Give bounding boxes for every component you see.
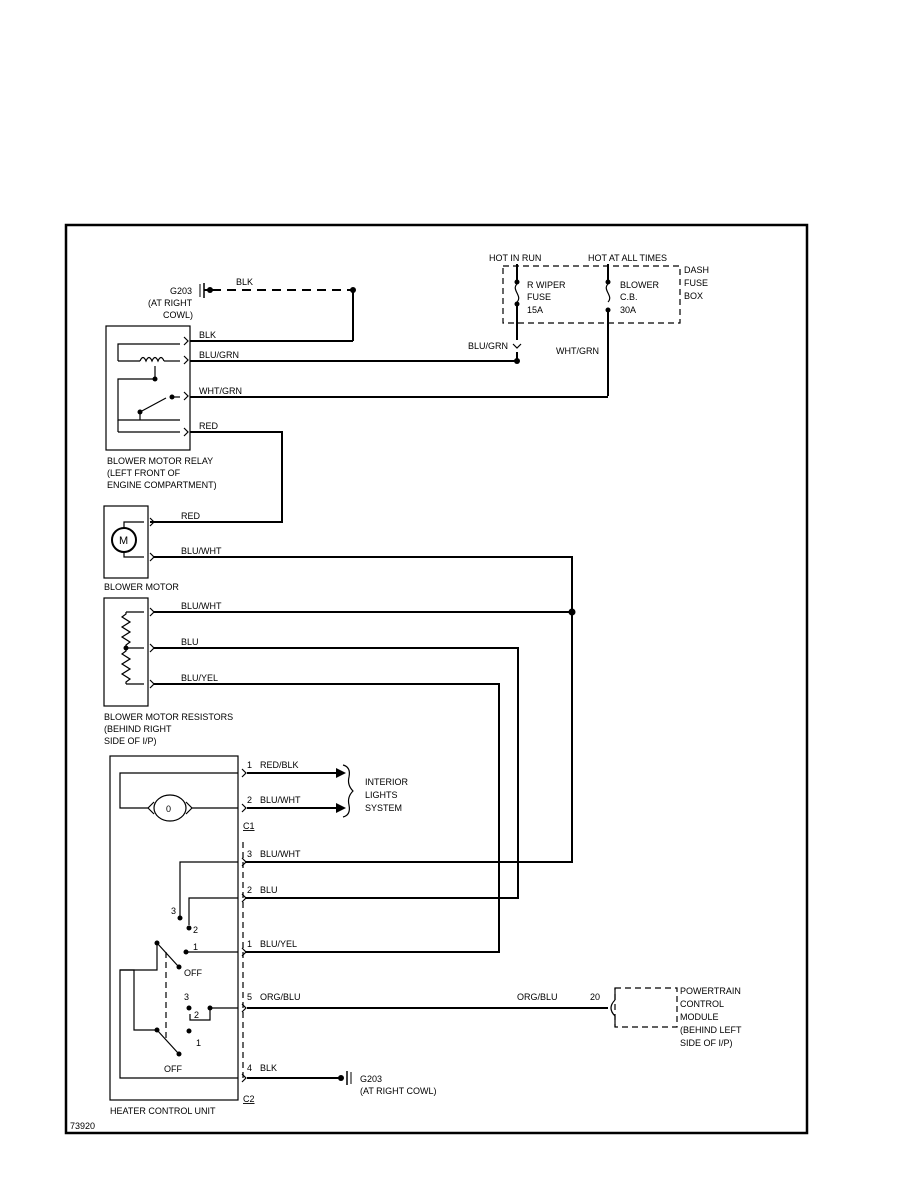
wire-label-c2-pin2: BLU: [260, 885, 278, 895]
wire-label-motor-blu-wht: BLU/WHT: [181, 546, 222, 556]
relay-label-line3: ENGINE COMPARTMENT): [107, 480, 217, 490]
blower-cb-line1: BLOWER: [620, 280, 660, 290]
ground-g203-top: G203 (AT RIGHT COWL) BLK: [148, 277, 356, 341]
wire-label-relay-wht-grn: WHT/GRN: [199, 386, 242, 396]
hot-at-all-times-label: HOT AT ALL TIMES: [588, 253, 667, 263]
blower-circuit-breaker: BLOWER C.B. 30A: [605, 264, 660, 396]
ground-top-location-line2: COWL): [163, 310, 193, 320]
wire-label-res-blu-yel: BLU/YEL: [181, 673, 218, 683]
c2-pin-3: 3: [247, 849, 252, 859]
c1-pin-2: 2: [247, 795, 252, 805]
connector-c1: C1: [243, 821, 255, 831]
switch2-pos-1: 1: [196, 1038, 201, 1048]
wire-label-res-blu: BLU: [181, 637, 199, 647]
wire-label-relay-red: RED: [199, 421, 219, 431]
switch-pos-1: 1: [193, 942, 198, 952]
mode-switch-arm: [156, 1029, 179, 1054]
fuse-box-name-line3: BOX: [684, 291, 703, 301]
switch-off-lower: OFF: [164, 1064, 182, 1074]
switch-off-upper: OFF: [184, 968, 202, 978]
dash-fuse-box: HOT IN RUN HOT AT ALL TIMES DASH FUSE BO…: [489, 253, 709, 396]
pcm-label-line5: SIDE OF I/P): [680, 1038, 733, 1048]
dimmer-lamp-icon: [153, 794, 187, 822]
motor-box: [103, 505, 149, 579]
c2-pin-5: 5: [247, 992, 252, 1002]
wire-label-relay-blu-grn: BLU/GRN: [199, 350, 239, 360]
blower-cb-line2: C.B.: [620, 292, 638, 302]
lamp-symbol: 0: [166, 804, 171, 814]
c2-pin-2: 2: [247, 885, 252, 895]
pcm-outline: [614, 987, 678, 1028]
wire-label-fuse-blu-grn: BLU/GRN: [468, 341, 508, 351]
resistor-2: [120, 648, 132, 684]
switch-pos-3: 3: [171, 906, 176, 916]
interior-label-line1: INTERIOR: [365, 777, 409, 787]
pcm-label-line2: CONTROL: [680, 999, 724, 1009]
wire-label-c1-pin2: BLU/WHT: [260, 795, 301, 805]
wire-label-c2-pin3: BLU/WHT: [260, 849, 301, 859]
resistors-label-line1: BLOWER MOTOR RESISTORS: [104, 712, 233, 722]
wiper-fuse-line3: 15A: [527, 305, 543, 315]
wire-label-motor-red: RED: [181, 511, 201, 521]
c1-pin-1: 1: [247, 760, 252, 770]
switch-pos-2: 2: [193, 925, 198, 935]
resistors-label-line2: (BEHIND RIGHT: [104, 724, 172, 734]
figure-id: 73920: [70, 1121, 95, 1131]
switch2-pos-3: 3: [184, 992, 189, 1002]
connector-c2: C2: [243, 1094, 255, 1104]
fuse-box-outline: [502, 265, 681, 324]
interior-lights-bracket: [342, 764, 354, 818]
diagram-frame: [64, 223, 809, 1135]
wire-label-c2-pin1: BLU/YEL: [260, 939, 297, 949]
wire-label-c2-pin5: ORG/BLU: [260, 992, 301, 1002]
resistor-box: [103, 597, 149, 707]
fuse-box-name-line1: DASH: [684, 265, 709, 275]
resistor-1: [120, 612, 132, 648]
wire-label-res-blu-wht: BLU/WHT: [181, 601, 222, 611]
wire-label-pcm-org-blu: ORG/BLU: [517, 992, 558, 1002]
c2-pin-4: 4: [247, 1063, 252, 1073]
motor-label: BLOWER MOTOR: [104, 582, 179, 592]
fuse-box-name-line2: FUSE: [684, 278, 708, 288]
heater-label: HEATER CONTROL UNIT: [110, 1106, 216, 1116]
c2-pin-1: 1: [247, 939, 252, 949]
powertrain-control-module: POWERTRAIN CONTROL MODULE (BEHIND LEFT S…: [610, 986, 742, 1048]
pcm-label-line4: (BEHIND LEFT: [680, 1025, 742, 1035]
wire-label-relay-blk: BLK: [199, 330, 216, 340]
resistors-label-line3: SIDE OF I/P): [104, 736, 157, 746]
pcm-label-line1: POWERTRAIN: [680, 986, 741, 996]
relay-label-line2: (LEFT FRONT OF: [107, 468, 181, 478]
heater-box: [109, 755, 239, 1101]
relay-coil: [139, 356, 165, 363]
relay-label-line1: BLOWER MOTOR RELAY: [107, 456, 213, 466]
relay-box: [105, 325, 191, 451]
motor-symbol: M: [119, 535, 128, 547]
heater-control-unit: 0 C1 C2 3 2 1 OFF 3: [109, 755, 255, 1116]
interior-label-line3: SYSTEM: [365, 803, 402, 813]
pcm-pin-20: 20: [590, 992, 600, 1002]
blower-motor-relay: BLOWER MOTOR RELAY (LEFT FRONT OF ENGINE…: [105, 325, 217, 490]
ground-top-terminal: [207, 287, 213, 293]
ground-top-id: G203: [170, 286, 192, 296]
wire-label-fuse-wht-grn: WHT/GRN: [556, 346, 599, 356]
blower-cb-line3: 30A: [620, 305, 636, 315]
wire-label-ground-blk: BLK: [236, 277, 253, 287]
pcm-label-line3: MODULE: [680, 1012, 719, 1022]
interior-label-line2: LIGHTS: [365, 790, 398, 800]
blower-motor-resistors: BLOWER MOTOR RESISTORS (BEHIND RIGHT SID…: [103, 597, 233, 746]
blower-motor: M BLOWER MOTOR: [103, 505, 179, 592]
hot-in-run-label: HOT IN RUN: [489, 253, 541, 263]
wiper-fuse: R WIPER FUSE 15A: [514, 264, 566, 340]
blower-switch-arm: [156, 942, 179, 967]
wire-label-c2-pin4: BLK: [260, 1063, 277, 1073]
ground-top-location-line1: (AT RIGHT: [148, 298, 193, 308]
wire-label-c1-pin1: RED/BLK: [260, 760, 299, 770]
wiper-fuse-line2: FUSE: [527, 292, 551, 302]
switch2-pos-2: 2: [194, 1010, 199, 1020]
ground-bottom-id: G203: [360, 1074, 382, 1084]
relay-contact-arm: [139, 397, 167, 413]
wiper-fuse-line1: R WIPER: [527, 280, 566, 290]
ground-bottom-location: (AT RIGHT COWL): [360, 1086, 437, 1096]
